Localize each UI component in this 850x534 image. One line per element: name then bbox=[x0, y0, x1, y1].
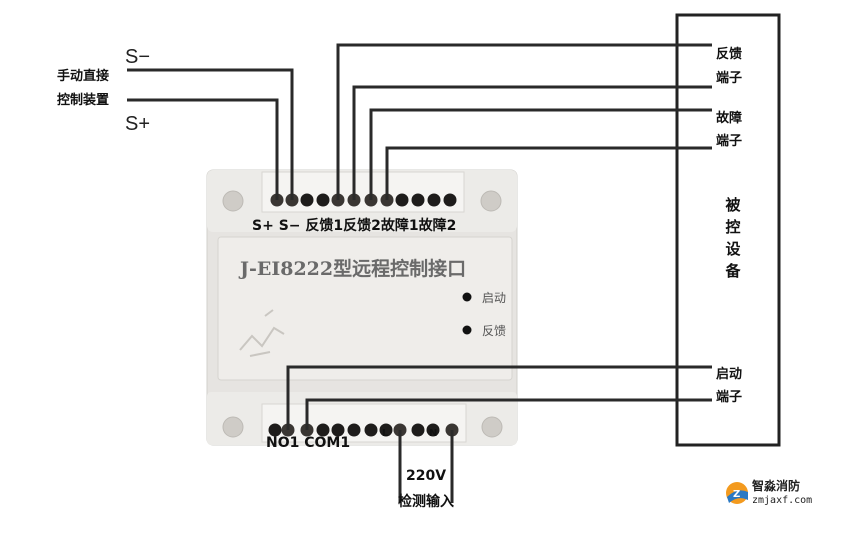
mount-hole bbox=[222, 416, 244, 438]
top-terminal-labels: S+ S− 反馈1反馈2故障1故障2 bbox=[252, 217, 456, 234]
equipment-title-char: 设 bbox=[725, 240, 740, 258]
voltage-label: 220V bbox=[406, 468, 446, 484]
terminal-screw bbox=[411, 193, 425, 207]
bottom-label-n: N bbox=[429, 428, 437, 439]
mount-hole bbox=[480, 190, 502, 212]
watermark-logo: Z bbox=[726, 482, 748, 504]
terminal-screw bbox=[364, 423, 378, 437]
indicator-led-feedback bbox=[462, 325, 472, 335]
terminal-screw bbox=[427, 193, 441, 207]
controlled-equipment-title: 被控设备 bbox=[724, 196, 741, 280]
equipment-title-char: 备 bbox=[724, 262, 741, 280]
wire-no1 bbox=[286, 365, 712, 430]
control-module: S+ S− 反馈1反馈2故障1故障2 J-EI8222型远程控制接口 启动 反馈… bbox=[206, 169, 518, 451]
terminal-screw bbox=[331, 423, 345, 437]
wires bbox=[127, 43, 712, 503]
start-terminal-label-2: 端子 bbox=[716, 389, 742, 405]
terminal-screw bbox=[268, 423, 282, 437]
wire-com1 bbox=[305, 398, 712, 430]
indicator-label-feedback: 反馈 bbox=[482, 324, 506, 338]
terminal-screw bbox=[443, 193, 457, 207]
embossed-logo bbox=[239, 309, 285, 357]
terminal-screw bbox=[395, 193, 409, 207]
fault-terminal-label-1: 故障 bbox=[716, 110, 742, 126]
terminal-screw bbox=[379, 423, 393, 437]
equipment-title-char: 控 bbox=[725, 218, 740, 236]
start-terminal-label-1: 启动 bbox=[716, 366, 742, 382]
s-minus-label: S− bbox=[125, 46, 150, 68]
controlled-equipment-box bbox=[675, 13, 781, 447]
wire-feedback2 bbox=[352, 85, 712, 200]
wire-fault1 bbox=[369, 108, 712, 200]
indicator-label-start: 启动 bbox=[482, 291, 506, 305]
terminal-screw bbox=[316, 193, 330, 207]
module-title: J-EI8222型远程控制接口 bbox=[238, 257, 466, 280]
bottom-label-l: L bbox=[382, 428, 389, 439]
terminal-screw bbox=[411, 423, 425, 437]
feedback-terminal-label-1: 反馈 bbox=[716, 46, 742, 62]
feedback-terminal-label-2: 端子 bbox=[716, 70, 742, 86]
wire-s-plus bbox=[127, 98, 279, 200]
svg-text:Z: Z bbox=[733, 489, 740, 500]
watermark-name: 智淼消防 bbox=[751, 478, 800, 493]
fault-terminal-label-2: 端子 bbox=[716, 133, 742, 149]
terminal-screw bbox=[347, 423, 361, 437]
manual-control-label-1: 手动直接 bbox=[57, 68, 109, 84]
watermark-url: zmjaxf.com bbox=[752, 495, 812, 506]
manual-control-label-2: 控制装置 bbox=[57, 92, 109, 108]
wire-feedback1 bbox=[336, 43, 712, 200]
detection-input-label: 检测输入 bbox=[398, 493, 454, 510]
wire-s-minus bbox=[127, 68, 294, 200]
s-plus-label: S+ bbox=[125, 113, 150, 135]
controlled-equipment-title-text: 被控设备 bbox=[724, 196, 741, 280]
equipment-title-char: 被 bbox=[725, 196, 741, 214]
terminal-screw bbox=[300, 193, 314, 207]
mount-hole bbox=[481, 416, 503, 438]
mount-hole bbox=[222, 190, 244, 212]
bottom-label-no1-com1: NO1 COM1 bbox=[266, 435, 350, 451]
terminal-screw bbox=[426, 423, 440, 437]
indicator-led-start bbox=[462, 292, 472, 302]
terminal-screw bbox=[316, 423, 330, 437]
wire-fault2 bbox=[385, 146, 712, 200]
